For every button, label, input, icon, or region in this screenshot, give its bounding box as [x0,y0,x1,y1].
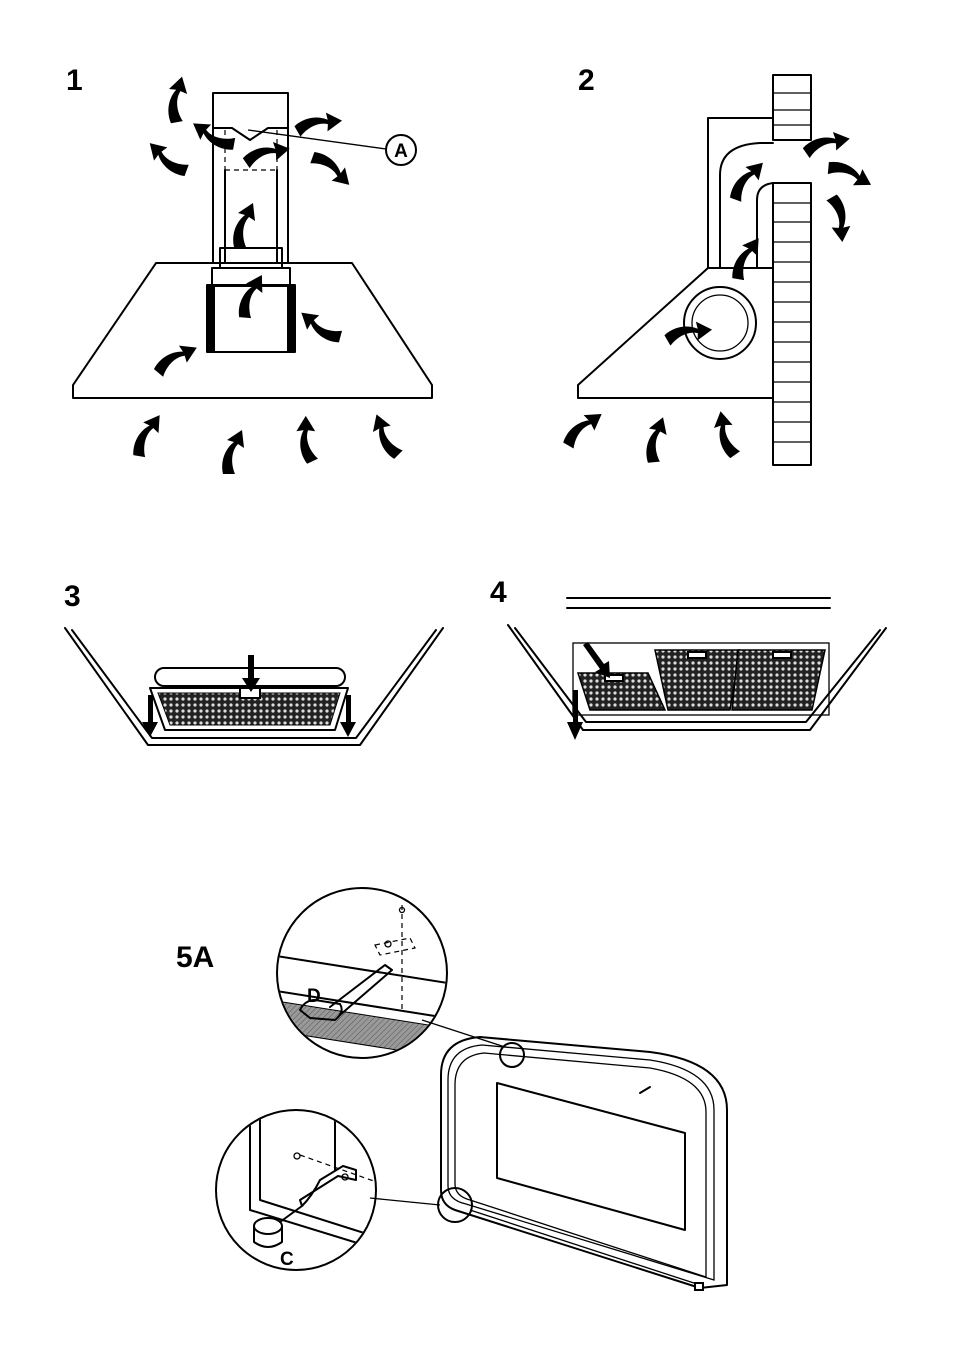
motor-side-right [287,285,296,352]
filter-latch [688,652,706,658]
wall-bricks [773,75,811,465]
airflow-arrow-icon [133,76,409,474]
figure-3: 3 [64,580,443,745]
figure-3-label: 3 [64,580,81,613]
figure-2-label: 2 [578,64,595,97]
airflow-arrow-icon [563,122,873,462]
figure-5a-label: 5A [176,941,214,974]
figure-1: 1 A [66,64,432,474]
filter-panel-foot [695,1283,703,1290]
filter-panel-window [497,1083,685,1230]
figure-5a: 5A [176,888,727,1290]
callout-a-text: A [394,141,408,162]
duct-inner [757,183,773,268]
fan-housing [684,287,756,359]
fan-inner [692,295,748,351]
zoom-leader-d [422,1020,505,1047]
callout-d-text: D [307,986,321,1007]
zoom-marker-c [438,1188,472,1222]
filter-panel-rim-inner [455,1053,706,1277]
duct-outer [720,143,773,268]
detail-d: D [270,888,460,1060]
filter-panel-notch [640,1087,650,1093]
filter-latch [773,652,791,658]
motor-side-left [206,285,215,352]
zoom-leader-c [370,1198,440,1205]
callout-c-text: C [280,1249,294,1270]
detail-c: C [216,1110,385,1270]
figure-2: 2 [563,64,873,465]
callout-a-leader [248,130,386,149]
filter-panel-rim [448,1045,714,1280]
filter-panel-bottom-edge [470,1210,700,1285]
figure-4-label: 4 [490,576,507,609]
figure-4: 4 [490,576,886,740]
figure-1-label: 1 [66,64,83,97]
motor-collar [220,248,282,268]
